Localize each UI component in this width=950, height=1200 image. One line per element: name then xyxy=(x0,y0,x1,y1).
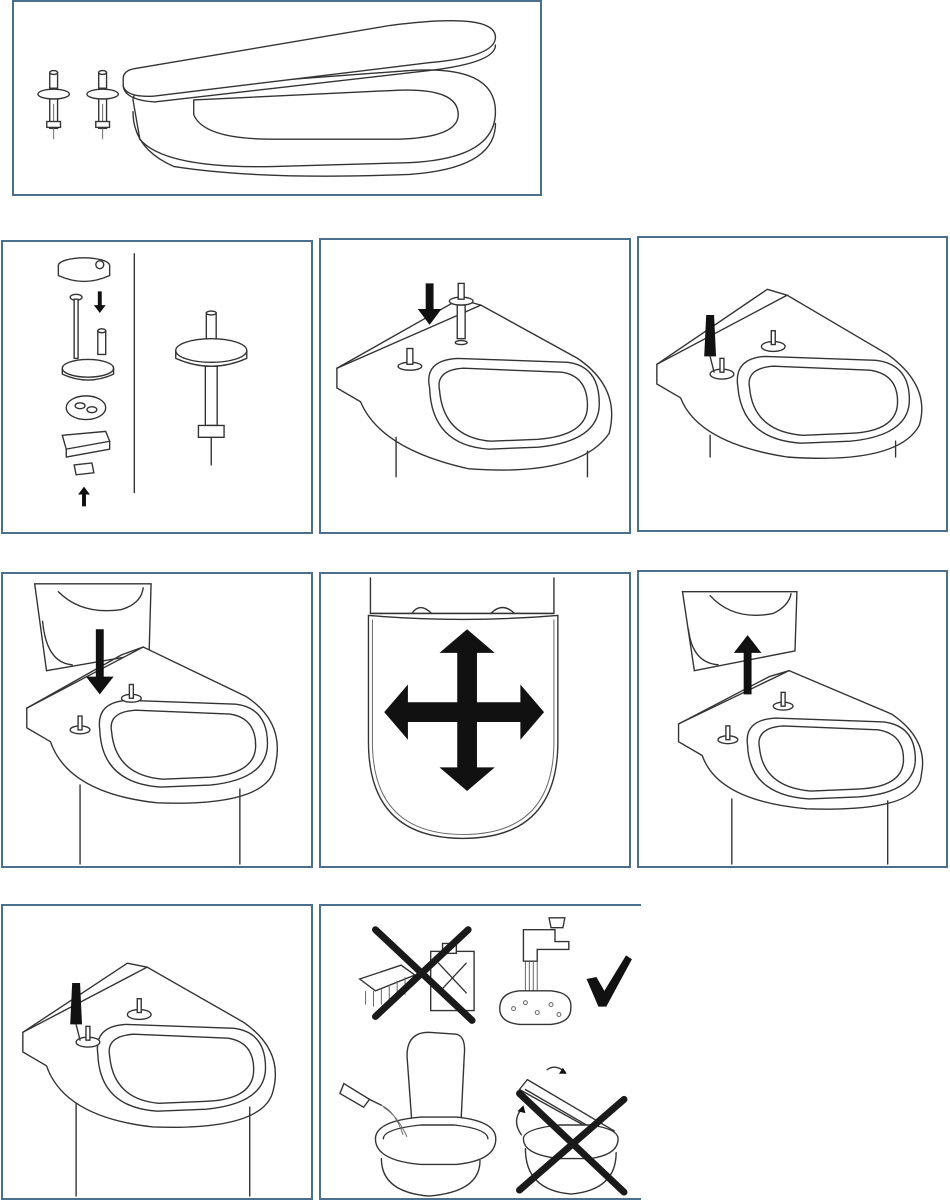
mounted-post-left xyxy=(709,357,735,380)
toilet-bowl xyxy=(336,298,613,478)
arrow-down-icon xyxy=(417,283,442,325)
mounted-post-right xyxy=(126,998,152,1021)
care-illustration xyxy=(339,917,632,1197)
panel-overview xyxy=(12,0,542,196)
fixing-post-right xyxy=(772,691,794,711)
retighten-illustration xyxy=(22,962,277,1197)
hinge-nut xyxy=(73,462,95,476)
panel-retighten xyxy=(1,904,313,1200)
hinge-base xyxy=(61,358,115,381)
fixing-post-right xyxy=(120,683,142,703)
panel-remove-seat xyxy=(637,570,948,868)
arrow-down-icon xyxy=(93,291,106,314)
tighten-illustration xyxy=(656,288,923,459)
raised-seat-and-lid xyxy=(681,591,798,672)
hinge-expansion-anchor xyxy=(61,430,111,458)
hinge-screw xyxy=(69,293,83,360)
pouring-cleaner-into-bowl xyxy=(339,1031,497,1197)
slamming-lid-crossed xyxy=(515,1066,628,1196)
panel-insert-posts xyxy=(319,238,631,534)
seat-overview-illustration xyxy=(37,20,497,177)
fixing-post-left xyxy=(69,715,91,735)
brush-and-chemicals-crossed xyxy=(358,926,476,1024)
arrow-up-icon xyxy=(733,635,762,695)
water-and-sponge-ok xyxy=(499,917,572,1026)
toilet-bowl xyxy=(22,962,277,1197)
hinge-cap xyxy=(57,257,111,283)
fixing-post-left xyxy=(37,69,71,140)
hinge-washer xyxy=(65,395,107,421)
fixing-post-left xyxy=(397,347,423,371)
insert-posts-illustration xyxy=(336,282,613,478)
four-way-arrow-icon xyxy=(384,629,545,792)
mounted-post-left xyxy=(75,1025,101,1048)
panel-hinge-parts xyxy=(1,240,313,534)
panel-care xyxy=(319,904,641,1200)
fixing-post-left xyxy=(717,725,739,745)
adjust-illustration xyxy=(367,577,559,840)
attach-seat-illustration xyxy=(26,583,279,865)
hinge-post xyxy=(97,328,107,356)
panel-attach-seat xyxy=(1,572,313,868)
arrow-down-icon xyxy=(85,629,114,695)
toilet-lid xyxy=(122,20,497,103)
mounted-post-right xyxy=(760,330,786,353)
screwdriver-icon xyxy=(704,314,717,373)
panel-adjust xyxy=(319,572,631,868)
fixing-post-right xyxy=(86,69,119,140)
toilet-bowl xyxy=(656,288,923,459)
assembled-hinge xyxy=(175,310,248,466)
raised-seat-and-lid xyxy=(33,583,152,672)
hinge-parts-illustration xyxy=(57,253,248,507)
toilet-bowl xyxy=(26,646,279,865)
remove-seat-illustration xyxy=(677,591,924,865)
arrow-up-icon xyxy=(78,486,90,507)
toilet-bowl xyxy=(677,669,924,865)
screwdriver-icon xyxy=(70,982,83,1041)
panel-tighten xyxy=(637,236,948,532)
check-mark-icon xyxy=(586,955,632,1007)
fixing-post-right xyxy=(448,282,474,346)
